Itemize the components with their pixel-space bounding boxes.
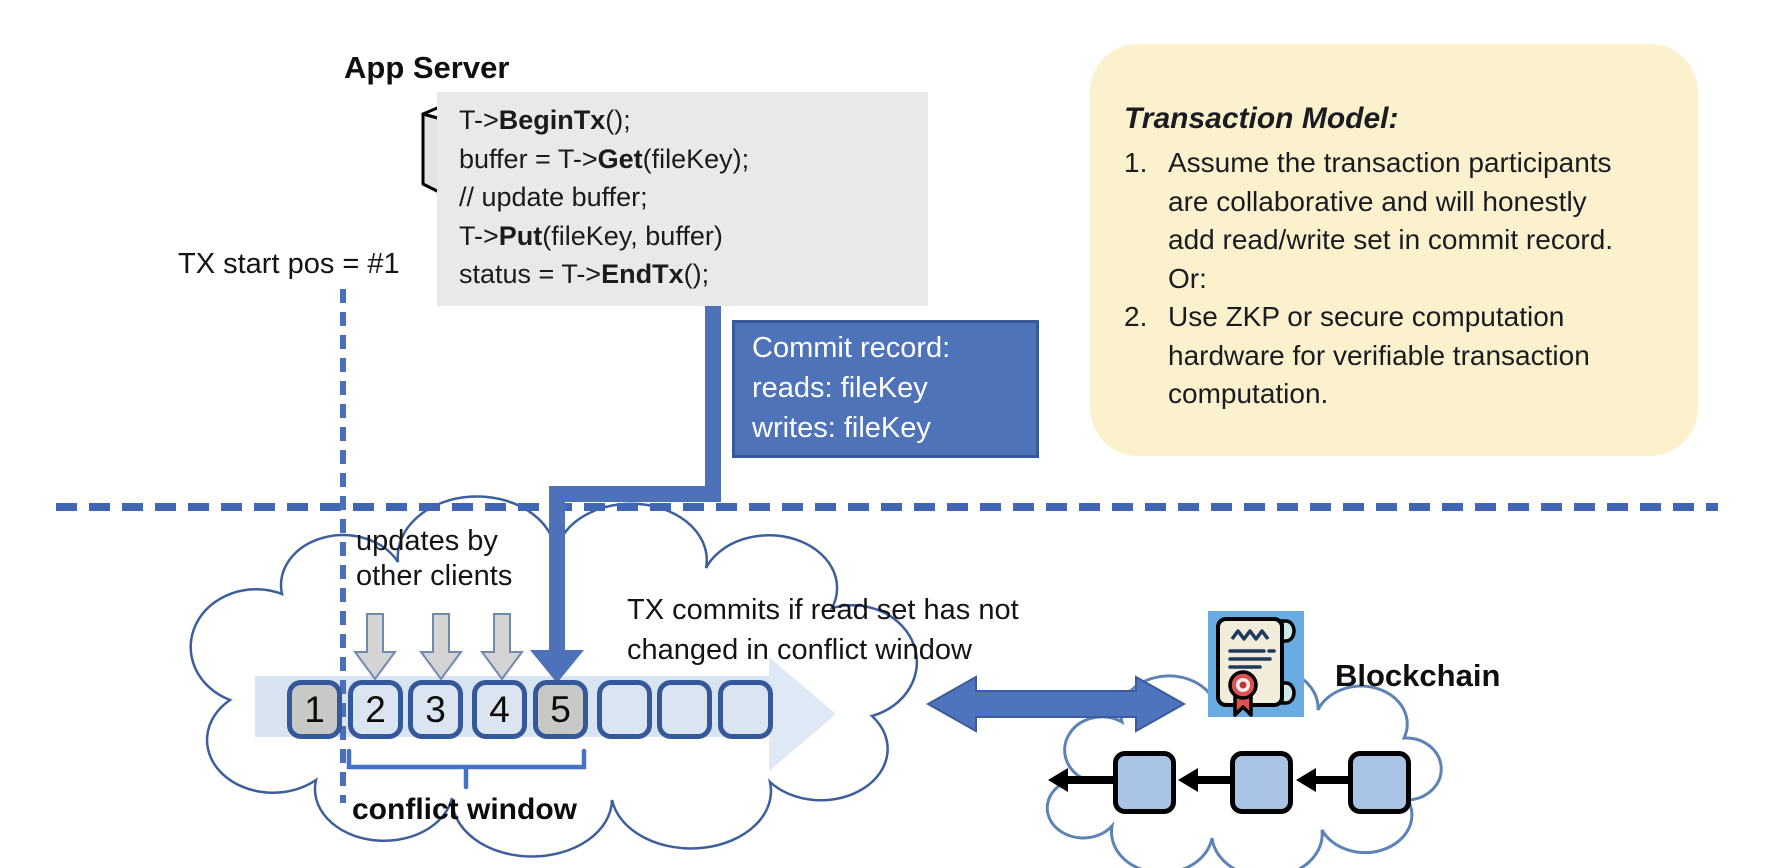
left-arrow-icon (1178, 768, 1198, 792)
timeline-box-4: 4 (472, 680, 527, 739)
conflict-window-bracket (346, 748, 587, 790)
timeline-band-arrowhead (769, 657, 836, 771)
code-line: T->Put(fileKey, buffer) (459, 220, 723, 251)
transaction-code-block: T->BeginTx(); buffer = T->Get(fileKey); … (437, 92, 928, 306)
double-headed-arrow-icon (925, 675, 1187, 733)
commits-label-line2: changed in conflict window (627, 634, 972, 666)
updates-label-line1: updates by (356, 525, 498, 557)
gray-down-arrow-icon (480, 613, 524, 681)
list-item-text: Use ZKP or secure computation hardware f… (1168, 301, 1598, 409)
certificate-scroll-icon (1208, 611, 1304, 717)
updates-label-line2: other clients (356, 560, 513, 592)
updates-by-other-clients-label: updates by other clients (356, 524, 512, 594)
blockchain-block (1348, 751, 1411, 814)
blockchain-block (1113, 751, 1176, 814)
blockchain-label: Blockchain (1335, 658, 1501, 693)
timeline-box-7 (657, 680, 712, 739)
chain-arrows (1048, 768, 1348, 792)
list-marker: 2. (1124, 301, 1148, 332)
commit-record-line: Commit record: (752, 332, 951, 364)
code-line: status = T->EndTx(); (459, 259, 710, 289)
blockchain-block (1230, 751, 1293, 814)
left-arrow-icon (1296, 768, 1316, 792)
commit-record-line: reads: fileKey (752, 372, 928, 404)
transaction-model-panel: Transaction Model: 1. Assume the transac… (1090, 44, 1698, 456)
update-arrows (353, 613, 524, 681)
timeline-box-1: 1 (287, 680, 342, 739)
code-line: T->BeginTx(); (459, 105, 631, 135)
timeline-box-8 (718, 680, 773, 739)
timeline-box-3: 3 (408, 680, 463, 739)
gray-down-arrow-icon (353, 613, 397, 681)
transaction-model-item: 1. Assume the transaction participants a… (1124, 144, 1668, 298)
timeline-box-6 (597, 680, 652, 739)
tx-start-pos-label: TX start pos = #1 (178, 248, 400, 280)
commit-record-line: writes: fileKey (752, 412, 931, 444)
tx-commits-label: TX commits if read set has not changed i… (627, 590, 1019, 670)
timeline-box-5: 5 (533, 680, 588, 739)
conflict-window-label: conflict window (352, 793, 577, 826)
code-line: // update buffer; (459, 182, 648, 212)
tx-start-dashed-line (340, 289, 346, 803)
commits-label-line1: TX commits if read set has not (627, 594, 1019, 626)
app-server-title: App Server (344, 50, 510, 85)
transaction-model-title: Transaction Model: (1124, 102, 1399, 135)
left-arrow-icon (1048, 768, 1068, 792)
commit-flow-arrowhead (530, 650, 584, 683)
list-marker: 1. (1124, 147, 1148, 178)
gray-down-arrow-icon (419, 613, 463, 681)
commit-record-box: Commit record: reads: fileKey writes: fi… (732, 320, 1039, 458)
list-item-text: Assume the transaction participants are … (1168, 147, 1629, 294)
timeline-box-2: 2 (348, 680, 403, 739)
transaction-model-item: 2. Use ZKP or secure computation hardwar… (1124, 298, 1668, 414)
code-line: buffer = T->Get(fileKey); (459, 143, 750, 174)
horizontal-dashed-divider (56, 503, 1718, 511)
